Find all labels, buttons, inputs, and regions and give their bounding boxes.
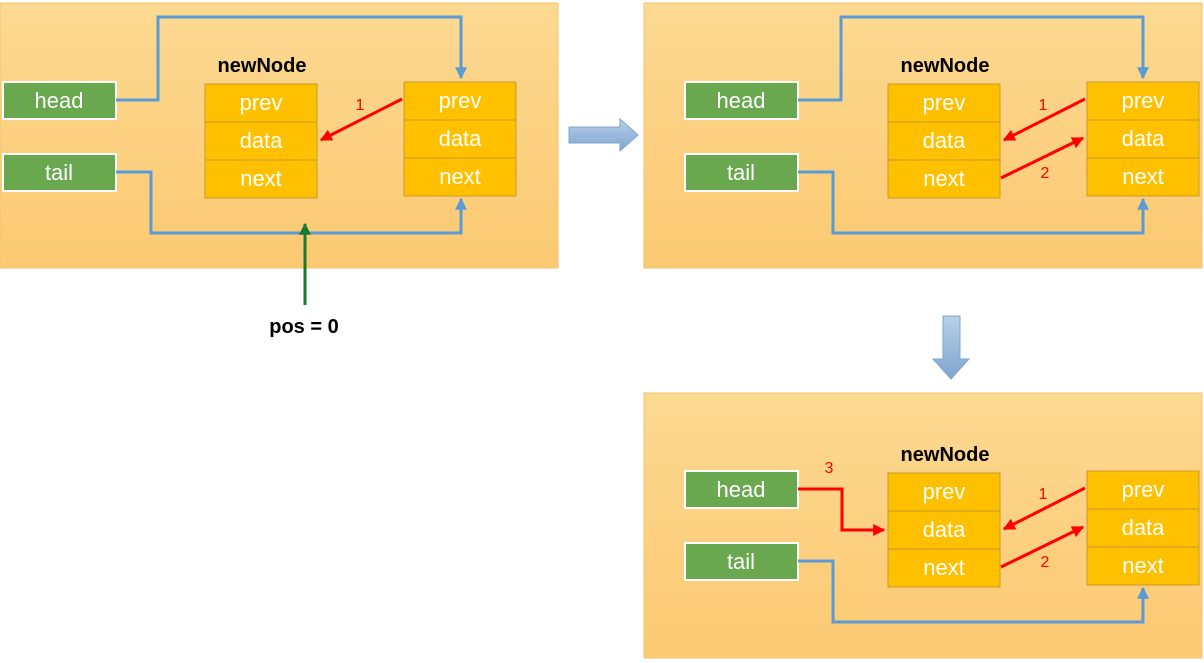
node-data-label: data [1122, 126, 1166, 151]
newnode-prev-label: prev [240, 90, 283, 115]
panel-step-3: head tail newNode prev data next prev da… [643, 392, 1203, 659]
tail-link [798, 559, 1149, 624]
panel-step-2: head tail newNode prev data next prev da… [643, 2, 1203, 269]
node-next-cell [403, 157, 517, 197]
link-step-1 [1002, 486, 1086, 531]
existing-node: prev data next [1086, 470, 1200, 586]
link-step-2 [1000, 525, 1085, 569]
node-prev-label: prev [1122, 88, 1165, 113]
link-step-1 [319, 97, 403, 142]
node-data-cell [403, 119, 517, 159]
node-data-label: data [439, 126, 483, 151]
tail-box [2, 153, 117, 192]
existing-node: prev data next [1086, 81, 1200, 197]
tail-label: tail [45, 160, 73, 185]
newnode-next-label: next [240, 166, 282, 191]
step-1-label: 1 [1039, 97, 1048, 114]
existing-node: prev data next [403, 81, 517, 197]
head-label: head [35, 88, 84, 113]
step-1-label: 1 [356, 97, 365, 114]
node-data-cell [1086, 119, 1200, 159]
newnode: prev data next [887, 83, 1001, 199]
panel-step-1: head tail newNode prev data next prev da… [0, 2, 559, 305]
step-3-label: 3 [825, 460, 834, 477]
tail-box [684, 542, 799, 581]
newnode-title: newNode [218, 55, 307, 77]
newnode-prev-cell [204, 83, 318, 123]
tail-link [798, 170, 1149, 235]
tail-label: tail [727, 160, 755, 185]
link-step-1 [1002, 97, 1086, 142]
head-label: head [717, 88, 766, 113]
head-label: head [717, 477, 766, 502]
node-next-cell [1086, 546, 1200, 586]
newnode-next-cell [887, 548, 1001, 588]
flow-arrow-down [931, 315, 971, 380]
node-prev-cell [1086, 470, 1200, 510]
link-step-3 [798, 487, 886, 536]
node-data-cell [1086, 508, 1200, 548]
newnode: prev data next [204, 83, 318, 199]
newnode: prev data next [887, 472, 1001, 588]
node-prev-cell [403, 81, 517, 121]
node-next-cell [1086, 157, 1200, 197]
newnode-next-label: next [923, 555, 965, 580]
newnode-data-label: data [923, 517, 967, 542]
node-prev-cell [1086, 81, 1200, 121]
newnode-prev-cell [887, 83, 1001, 123]
tail-box [684, 153, 799, 192]
step-2-label: 2 [1041, 554, 1050, 571]
node-next-label: next [1122, 553, 1164, 578]
head-link [798, 15, 1149, 102]
step-1-label: 1 [1039, 486, 1048, 503]
node-next-label: next [439, 164, 481, 189]
newnode-next-cell [204, 159, 318, 199]
tail-label: tail [727, 549, 755, 574]
step-2-label: 2 [1041, 165, 1050, 182]
newnode-prev-label: prev [923, 90, 966, 115]
newnode-data-label: data [923, 128, 967, 153]
newnode-data-cell [887, 510, 1001, 550]
link-step-2 [1000, 136, 1085, 180]
newnode-data-cell [204, 121, 318, 161]
pos-label: pos = 0 [269, 316, 338, 338]
newnode-title: newNode [901, 55, 990, 77]
newnode-data-label: data [240, 128, 284, 153]
head-link [116, 15, 467, 102]
node-prev-label: prev [1122, 477, 1165, 502]
node-prev-label: prev [439, 88, 482, 113]
node-next-label: next [1122, 164, 1164, 189]
node-data-label: data [1122, 515, 1166, 540]
flow-arrow-right [568, 117, 639, 153]
head-box [2, 81, 117, 120]
tail-link [116, 170, 467, 235]
newnode-next-cell [887, 159, 1001, 199]
newnode-next-label: next [923, 166, 965, 191]
newnode-title: newNode [901, 444, 990, 466]
newnode-prev-label: prev [923, 479, 966, 504]
